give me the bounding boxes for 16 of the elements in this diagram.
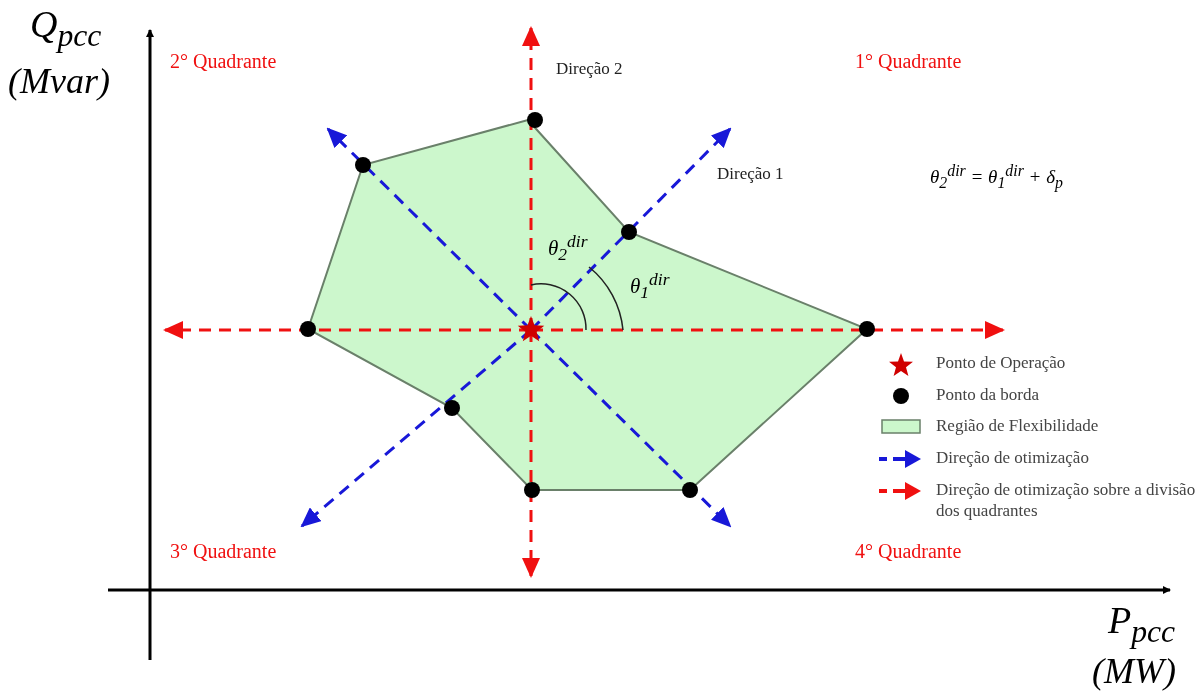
legend-text: Direção de otimização sobre a divisão dos quadrantes xyxy=(936,479,1197,522)
quadrant-label: 1° Quadrante xyxy=(855,50,962,72)
quadrant-label: 4° Quadrante xyxy=(855,540,962,562)
quadrant-label: 3° Quadrante xyxy=(170,540,277,562)
axis-label: (MW) xyxy=(1092,652,1176,692)
legend-text: Ponto de Operação xyxy=(936,352,1067,374)
legend-text: Direção de otimização xyxy=(936,447,1090,469)
legend-text: Ponto da borda xyxy=(936,384,1040,406)
formula: θ$_{2}$$^{dir}$ = θ$_{1}$$^{dir}$ + δ$_{p}$ xyxy=(930,162,1063,192)
direction-label: Direção 2 xyxy=(556,60,623,79)
legend-text: Região de Flexibilidade xyxy=(936,415,1100,437)
direction-label: Direção 1 xyxy=(717,165,784,184)
axis-label: Q$_{pcc}$ xyxy=(30,4,102,54)
axis-label: (Mvar) xyxy=(8,62,110,102)
quadrant-label: 2° Quadrante xyxy=(170,50,277,72)
axis-label: P$_{pcc}$ xyxy=(1108,600,1176,650)
